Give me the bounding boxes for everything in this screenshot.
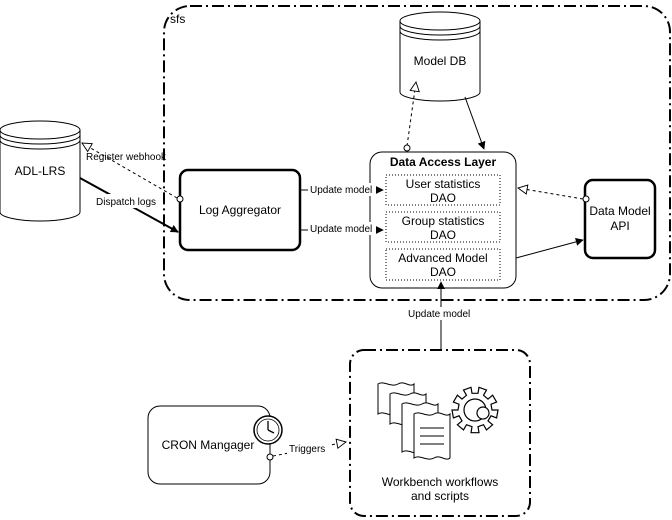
cron-manager-box[interactable]: CRON Mangager	[147, 405, 283, 485]
edge-dal-to-api	[515, 238, 584, 259]
log-aggregator-label: Log Aggregator	[199, 203, 281, 217]
gear-icon	[451, 386, 499, 434]
edge-model-db-to-dal	[464, 96, 486, 150]
update-model-label-3: Update model	[408, 309, 470, 320]
edge-update-model-group-stats: Update model	[300, 222, 384, 235]
edge-triggers: Triggers	[266, 442, 346, 461]
adl-lrs-database[interactable]: ADL-LRS	[0, 120, 81, 222]
cron-manager-label: CRON Mangager	[162, 438, 255, 452]
data-access-layer[interactable]: Data Access Layer User statistics DAO Gr…	[369, 151, 517, 289]
gear-small-hub	[476, 406, 490, 420]
group-statistics-dao-line2: DAO	[430, 228, 456, 242]
workbench-box[interactable]: Workbench workflows and scripts	[349, 349, 531, 517]
edge-api-to-dal	[518, 188, 590, 203]
advanced-model-dao[interactable]: Advanced Model DAO	[385, 248, 501, 281]
model-db-label: Model DB	[414, 54, 467, 68]
edge-dal-to-model-db	[403, 82, 416, 152]
clock-icon	[253, 415, 283, 445]
workbench-line1: Workbench workflows	[382, 475, 498, 489]
update-model-label-1: Update model	[310, 185, 372, 196]
sfs-boundary: sfs	[163, 5, 671, 301]
advanced-model-dao-line2: DAO	[430, 265, 456, 279]
data-model-api-box[interactable]: Data Model API	[583, 178, 657, 260]
update-model-label-2: Update model	[310, 224, 372, 235]
workbench-line2: and scripts	[411, 489, 469, 503]
sfs-label: sfs	[170, 12, 185, 26]
dal-title: Data Access Layer	[390, 155, 497, 169]
group-statistics-dao-line1: Group statistics	[402, 214, 485, 228]
group-statistics-dao[interactable]: Group statistics DAO	[385, 211, 501, 243]
data-model-api-line2: API	[610, 219, 629, 233]
edge-register-webhook: Register webhook	[82, 143, 184, 203]
model-db-database[interactable]: Model DB	[399, 11, 481, 102]
dispatch-logs-label: Dispatch logs	[96, 197, 156, 208]
edge-dispatch-logs: Dispatch logs	[79, 177, 179, 233]
register-webhook-label: Register webhook	[86, 152, 167, 163]
user-statistics-dao-line1: User statistics	[406, 177, 481, 191]
adl-lrs-label: ADL-LRS	[15, 164, 66, 178]
edge-update-model-user-stats: Update model	[300, 183, 384, 196]
triggers-label: Triggers	[289, 444, 325, 455]
scripts-icon	[377, 382, 451, 460]
edge-update-model-advanced: Update model	[405, 281, 477, 350]
user-statistics-dao[interactable]: User statistics DAO	[385, 174, 501, 206]
advanced-model-dao-line1: Advanced Model	[398, 251, 487, 265]
log-aggregator-box[interactable]: Log Aggregator	[178, 168, 302, 252]
data-model-api-line1: Data Model	[589, 204, 650, 218]
user-statistics-dao-line2: DAO	[430, 191, 456, 205]
